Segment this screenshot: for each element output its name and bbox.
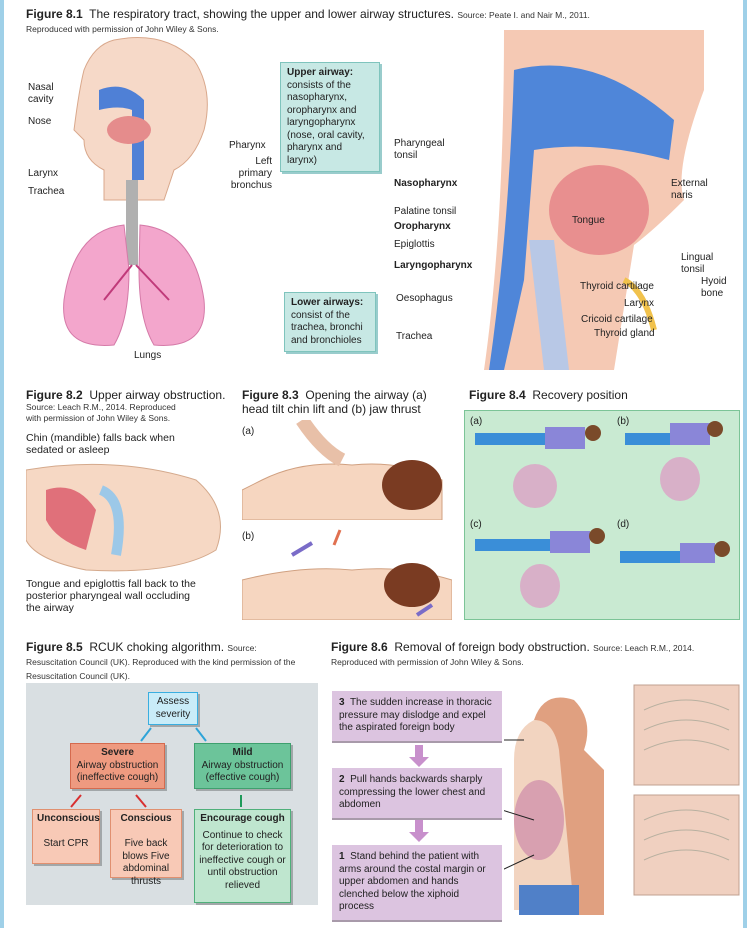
caption-source: Source: Leach R.M., 2014. Reproduced wit… (26, 402, 176, 423)
lower-airways-text: consist of the trachea, bronchi and bron… (291, 309, 363, 346)
label-trachea: Trachea (28, 186, 65, 197)
label-nasopharynx: Nasopharynx (394, 178, 458, 189)
conscious-title: Conscious (120, 813, 172, 824)
label-external-naris: External naris (671, 178, 708, 201)
panel-label-b: (b) (617, 416, 630, 427)
down-arrow-icons (409, 745, 429, 842)
step-text: Pull hands backwards sharply compressing… (339, 774, 486, 810)
label-palatine-tonsil: Palatine tonsil (394, 206, 457, 217)
panel-label-a: (a) (470, 416, 483, 427)
caption-source: Source: Resuscitation Council (UK). Repr… (26, 643, 296, 681)
jaw-thrust-illustration (242, 529, 452, 620)
label-thyroid-cartilage: Thyroid cartilage (580, 281, 654, 292)
step-text: The sudden increase in thoracic pressure… (339, 697, 492, 733)
label-pharyngeal-tonsil: Pharyngeal tonsil (394, 138, 445, 161)
lower-airways-title: Lower airways: (291, 297, 364, 308)
fig83-caption: Figure 8.3 Opening the airway (a) head t… (242, 388, 442, 416)
respiratory-tract-illustration (63, 37, 208, 346)
fig81-caption: Figure 8.1 The respiratory tract, showin… (26, 7, 726, 35)
recovery-position-figures (475, 421, 730, 608)
panel-label-b: (b) (242, 531, 255, 542)
caption-title: Upper airway obstruction. (89, 388, 226, 402)
fig85-caption: Figure 8.5 RCUK choking algorithm. Sourc… (26, 640, 301, 682)
conscious-text: Five back blows Five abdominal thrusts (122, 838, 170, 887)
panel-label-c: (c) (470, 519, 482, 530)
heimlich-manoeuvre-illustration (504, 684, 740, 915)
label-tongue: Tongue (572, 215, 605, 226)
figure-number: Figure 8.2 (26, 388, 83, 402)
panel-label-a: (a) (242, 426, 255, 437)
label-nasal-cavity: Nasal cavity (28, 82, 54, 105)
airway-obstruction-illustration (26, 463, 221, 572)
caption-source: Source: Peate I. and Nair M., 2011. (457, 10, 590, 20)
encourage-title: Encourage cough (200, 813, 285, 824)
upper-airway-title: Upper airway: (287, 67, 354, 78)
mild-text: Airway obstruction (effective cough) (201, 759, 284, 784)
upper-airway-box: Upper airway:consists of the nasopharynx… (280, 62, 380, 172)
caption-title: Opening the airway (a) head tilt chin li… (242, 388, 427, 416)
figure-number: Figure 8.4 (469, 388, 526, 402)
assess-severity-box: Assess severity (148, 692, 198, 725)
label-laryngopharynx: Laryngopharynx (394, 260, 473, 271)
severe-text: Airway obstruction (ineffective cough) (76, 759, 159, 784)
step-number: 2 (339, 774, 345, 785)
upper-airway-text: consists of the nasopharynx, oropharynx … (287, 79, 365, 166)
figure-number: Figure 8.1 (26, 7, 83, 21)
mild-title: Mild (232, 747, 253, 758)
label-nose: Nose (28, 116, 52, 127)
label-cricoid-cartilage: Cricoid cartilage (581, 314, 653, 325)
caption-title: Recovery position (532, 388, 628, 402)
encourage-text: Continue to check for deterioration to i… (199, 829, 286, 891)
fig84-caption: Figure 8.4 Recovery position (469, 388, 628, 402)
fig86-caption: Figure 8.6 Removal of foreign body obstr… (331, 640, 731, 668)
caption-title: RCUK choking algorithm. (89, 640, 225, 654)
figure-number: Figure 8.5 (26, 640, 83, 654)
recovery-position-panel: (a) (b) (c) (d) (464, 410, 740, 620)
step-3-box: 3 The sudden increase in thoracic pressu… (332, 691, 502, 741)
step-number: 3 (339, 697, 345, 708)
label-lingual-tonsil: Lingual tonsil (681, 252, 714, 275)
caption-permission: Reproduced with permission of John Wiley… (26, 24, 219, 34)
step-2-box: 2 Pull hands backwards sharply compressi… (332, 768, 502, 818)
caption-source: Source: Leach R.M., 2014. Reproduced wit… (331, 643, 695, 667)
label-oropharynx: Oropharynx (394, 221, 451, 232)
label-trachea-right: Trachea (396, 331, 433, 342)
label-thyroid-gland: Thyroid gland (594, 328, 655, 339)
flow-arrows (70, 727, 242, 808)
label-lungs: Lungs (134, 350, 162, 361)
head-tilt-chin-lift-illustration (242, 420, 443, 520)
label-left-primary-bronchus: Left primary bronchus (230, 156, 272, 191)
severe-title: Severe (101, 747, 134, 758)
unconscious-text: Start CPR (43, 838, 89, 849)
airway-sagittal-illustration (484, 30, 704, 370)
label-pharynx: Pharynx (229, 140, 266, 151)
panel-label-d: (d) (617, 519, 630, 530)
step-number: 1 (339, 851, 345, 862)
fig82-caption: Figure 8.2 Upper airway obstruction.Sour… (26, 388, 231, 424)
step-text: Stand behind the patient with arms aroun… (339, 851, 486, 912)
label-larynx-right: Larynx (624, 298, 655, 309)
label-larynx: Larynx (28, 168, 59, 179)
label-tongue-falls-back: Tongue and epiglottis fall back to the p… (26, 578, 196, 614)
label-epiglottis: Epiglottis (394, 239, 435, 250)
unconscious-title: Unconscious (37, 813, 100, 824)
caption-title: Removal of foreign body obstruction. (394, 640, 590, 654)
step-1-box: 1 Stand behind the patient with arms aro… (332, 845, 502, 920)
lower-airways-box: Lower airways:consist of the trachea, br… (284, 292, 376, 352)
label-hyoid-bone: Hyoid bone (701, 276, 727, 299)
label-chin-falls-back: Chin (mandible) falls back when sedated … (26, 432, 175, 456)
label-oesophagus: Oesophagus (396, 293, 453, 304)
caption-title: The respiratory tract, showing the upper… (89, 7, 454, 21)
figure-number: Figure 8.3 (242, 388, 299, 402)
figure-number: Figure 8.6 (331, 640, 388, 654)
